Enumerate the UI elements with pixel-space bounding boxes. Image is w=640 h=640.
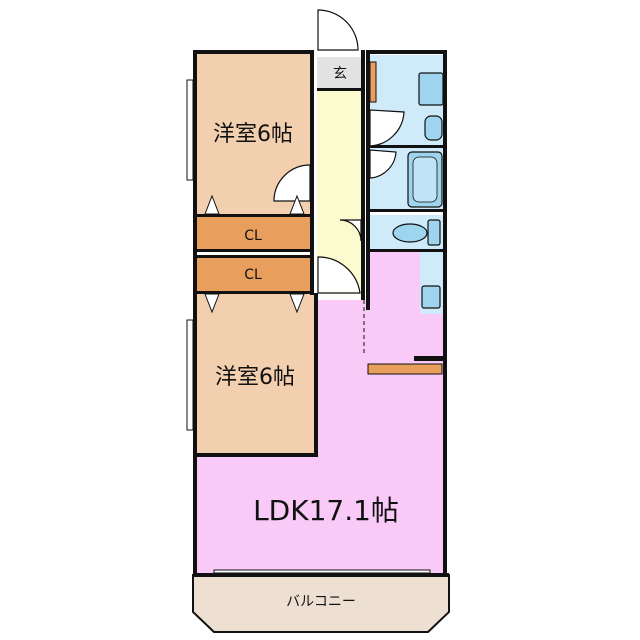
doors: [273, 9, 405, 294]
toilet-door: [339, 219, 362, 242]
western-room-lower: [196, 293, 317, 455]
kitchen-counter: [367, 363, 443, 375]
toilet-bowl-icon: [392, 223, 428, 243]
windows-left: [186, 79, 194, 431]
ldk-room: [196, 252, 445, 574]
genkan: [317, 57, 361, 90]
upper-room-door: [273, 164, 311, 202]
balcony-label: バルコニー: [286, 594, 356, 610]
sink-icon: [424, 115, 443, 141]
bathtub-inner: [412, 156, 438, 203]
toilet-tank-icon: [427, 219, 441, 246]
closet-upper: [196, 216, 310, 250]
closet-lower-label: CL: [244, 267, 262, 283]
balcony-windows: [213, 569, 431, 574]
western-room-lower-label: 洋室6帖: [215, 365, 295, 390]
walls: [193, 50, 449, 577]
western-room-upper-label: 洋室6帖: [213, 122, 293, 147]
bath-door: [369, 149, 397, 179]
closet-lower: [196, 257, 310, 293]
ldk-label: LDK17.1帖: [253, 494, 399, 527]
closet-upper-label: CL: [244, 228, 262, 244]
washroom-door: [369, 109, 405, 147]
entrance-door: [317, 9, 359, 51]
washbasin-icon: [418, 72, 444, 106]
washer-icon: [421, 285, 441, 309]
lower-room-door: [317, 256, 361, 294]
storage-shelf: [369, 61, 377, 103]
genkan-label: 玄: [333, 65, 347, 82]
closet-door-marks: [204, 194, 305, 314]
